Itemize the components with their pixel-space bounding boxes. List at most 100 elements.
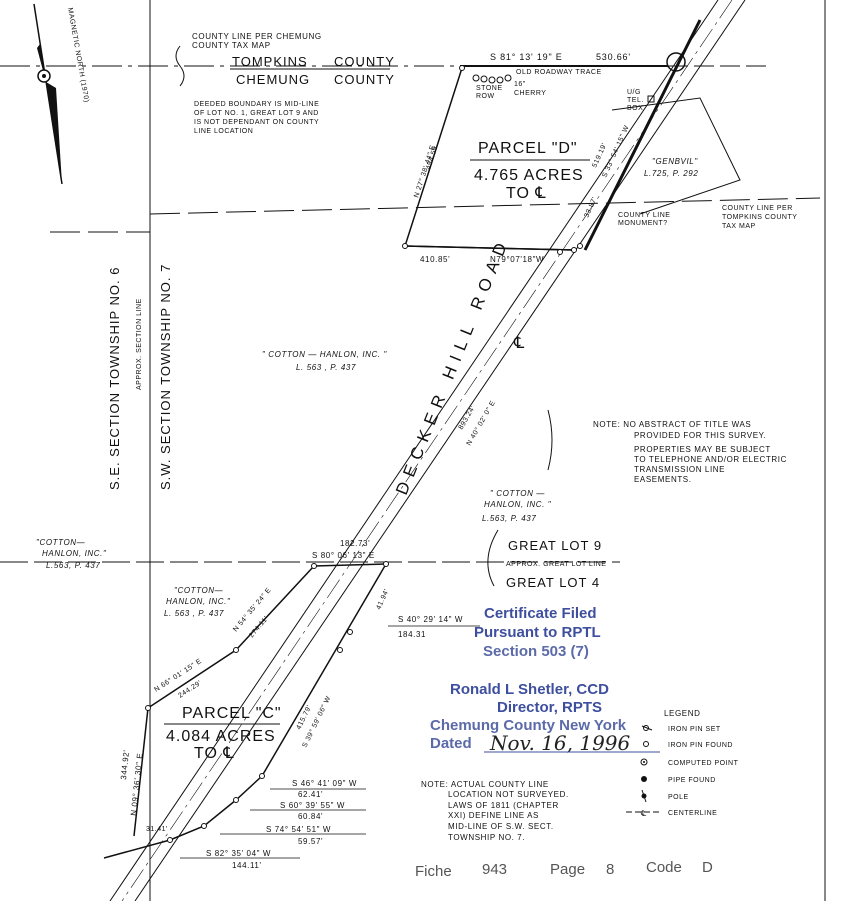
- legend-item-5: POLE: [668, 794, 689, 801]
- county-line-note-2: COUNTY TAX MAP: [192, 41, 271, 50]
- great-lot-9: GREAT LOT 9: [508, 538, 602, 553]
- top-bearing: S 81° 13' 19" E: [490, 52, 563, 62]
- parcel-d-name: PARCEL "D": [478, 140, 578, 157]
- distance-144: 144.11': [232, 861, 262, 870]
- footer: Fiche 943 Page 8 Code D: [415, 859, 713, 880]
- distance-59: 59.57': [298, 837, 323, 846]
- cotton-left-3: L. 563 , P. 437: [164, 609, 224, 618]
- township-se: S.E. SECTION TOWNSHIP NO. 6: [107, 267, 122, 491]
- county-line-monument-2: MONUMENT?: [618, 220, 668, 227]
- deeded-note-4: LINE LOCATION: [194, 128, 253, 135]
- distance-62: 62.41': [298, 790, 323, 799]
- bearing-s46: S 46° 41' 09" W: [292, 779, 357, 788]
- west-bearing: N 09° 36' 30" E: [129, 752, 145, 816]
- approx-section-line: APPROX. SECTION LINE: [136, 298, 143, 390]
- genbvil-ref: L.725, P. 292: [644, 169, 698, 178]
- footer-fiche-label: Fiche: [415, 863, 452, 880]
- stone-row-2: ROW: [476, 93, 495, 100]
- cotton-right-3: L.563, P. 437: [482, 514, 536, 523]
- footer-code-value: D: [702, 859, 713, 876]
- legend-item-1: IRON PIN SET: [668, 726, 721, 733]
- county-chemung: CHEMUNG: [236, 72, 310, 87]
- stone-row-icon: [472, 74, 512, 84]
- stamp-cert-1: Certificate Filed: [484, 605, 597, 622]
- north-arrow-icon: [33, 3, 63, 185]
- parcel-c-to: TO ℄: [194, 745, 235, 762]
- township-sw: S.W. SECTION TOWNSHIP NO. 7: [158, 264, 173, 490]
- distance-60: 60.84': [298, 812, 323, 821]
- footer-page-label: Page: [550, 861, 585, 878]
- bearing-n54: N 54° 35' 24" E: [231, 586, 272, 633]
- cherry-name: CHERRY: [514, 90, 546, 97]
- note-arrow: [547, 409, 553, 471]
- legend-item-4: PIPE FOUND: [668, 777, 716, 784]
- cotton-center-ref: L. 563 , P. 437: [296, 363, 356, 372]
- footer-fiche-value: 943: [482, 861, 507, 878]
- stamp-cert-3: Section 503 (7): [483, 643, 589, 660]
- deeded-note-1: DEEDED BOUNDARY IS MID-LINE: [194, 101, 319, 108]
- tel-box-3: BOX: [627, 105, 643, 112]
- west-distance: 344.92': [119, 749, 131, 780]
- certificate-stamp: Certificate Filed Pursuant to RPTL Secti…: [430, 605, 660, 755]
- stone-row-1: STONE: [476, 85, 503, 92]
- tel-box-2: TEL.: [627, 97, 644, 104]
- distance-184: 184.31: [398, 630, 426, 639]
- county-line-tompkins-3: TAX MAP: [722, 223, 756, 230]
- parcel-c-area: 4.084 ACRES: [166, 728, 276, 745]
- tel-box-1: U/G: [627, 89, 641, 96]
- distance-274: 274.11': [248, 615, 270, 639]
- county-chemung-2: COUNTY: [334, 72, 395, 87]
- legend-title: LEGEND: [664, 709, 701, 718]
- survey-points: [145, 65, 583, 843]
- small-seg: 33.87': [583, 196, 598, 219]
- county-line-monument-1: COUNTY LINE: [618, 212, 670, 219]
- bearing-s60: S 60° 39' 55" W: [280, 801, 345, 810]
- pole-icon: [666, 52, 686, 72]
- road-centerline: ℄: [513, 335, 525, 352]
- deeded-note-3: IS NOT DEPENDANT ON COUNTY: [194, 119, 319, 126]
- legend-item-6: CENTERLINE: [668, 810, 717, 817]
- county-line-tompkins-1: COUNTY LINE PER: [722, 205, 793, 212]
- county-tompkins-2: COUNTY: [334, 54, 395, 69]
- county-line-top: [0, 45, 770, 87]
- parcel-c-boundary: [103, 563, 387, 859]
- stamp-director-1: Ronald L Shetler, CCD: [450, 681, 609, 698]
- parcel-d-area: 4.765 ACRES: [474, 167, 584, 184]
- legend: LEGEND IRON PIN SET IRON PIN FOUND COMPU…: [626, 709, 739, 818]
- cotton-far-left-2: HANLON, INC.": [42, 549, 107, 558]
- county-line-tompkins: [149, 197, 821, 215]
- cherry-size: 16": [514, 81, 526, 88]
- note-abstract-6: EASEMENTS.: [634, 475, 692, 484]
- footer-code-label: Code: [646, 859, 682, 876]
- old-roadway: OLD ROADWAY TRACE: [516, 69, 602, 76]
- computed-point-icon: [640, 758, 648, 766]
- parcel-d-to: TO ℄: [506, 185, 547, 202]
- iron-pin-found-icon: [643, 741, 649, 747]
- cotton-right-1: " COTTON —: [490, 489, 545, 498]
- distance-31: 31.41': [146, 826, 168, 833]
- pipe-found-icon: [641, 776, 647, 782]
- cotton-left-2: HANLON, INC.": [166, 597, 231, 606]
- parcel-c-name: PARCEL "C": [182, 705, 282, 722]
- cotton-left-1: "COTTON—: [174, 586, 224, 595]
- cotton-far-left-1: "COTTON—: [36, 538, 86, 547]
- distance-182: 182.73': [340, 539, 370, 548]
- stamp-signature: Nov. 16, 1996: [489, 731, 631, 755]
- legend-item-3: COMPUTED POINT: [668, 760, 739, 767]
- footer-page-value: 8: [606, 861, 614, 878]
- note-county-3: LAWS OF 1811 (CHAPTER: [448, 801, 559, 810]
- parcel-d-south-distance: 410.85': [420, 255, 450, 264]
- note-abstract-2: PROVIDED FOR THIS SURVEY.: [634, 431, 766, 440]
- note-abstract-1: NOTE: NO ABSTRACT OF TITLE WAS: [593, 420, 751, 429]
- cotton-center-name: " COTTON — HANLON, INC. ": [262, 350, 388, 359]
- parcel-d-south-bearing: N79°07'18"W: [490, 255, 544, 264]
- legend-item-2: IRON PIN FOUND: [668, 742, 733, 749]
- pole-legend-icon: [641, 789, 647, 803]
- distance-41: 41.94': [375, 588, 390, 611]
- approx-great-lot-line: APPROX. GREAT LOT LINE: [506, 561, 606, 568]
- cotton-far-left-3: L.563, P. 437: [46, 561, 100, 570]
- note-county-5: MID-LINE OF S.W. SECT.: [448, 822, 554, 831]
- note-county-6: TOWNSHIP NO. 7.: [448, 833, 525, 842]
- county-tompkins: TOMPKINS: [232, 54, 308, 69]
